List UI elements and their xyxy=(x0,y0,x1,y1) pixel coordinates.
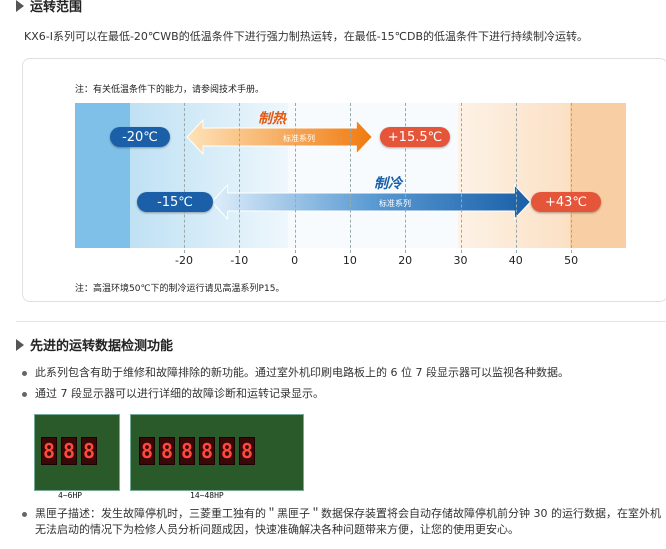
bullet-text-continued: 无法启动的情况下为检修人员分析问题成因，快速准确解决各种问题带来方便，让您的使用… xyxy=(35,523,519,536)
chart-gridline xyxy=(184,103,185,253)
seven-segment-digit: 8 xyxy=(239,437,255,465)
seven-segment-digit: 8 xyxy=(41,437,57,465)
seven-segment-digit: 8 xyxy=(61,437,77,465)
section-title-operating-range: 运转范围 xyxy=(16,0,82,15)
bullet-item: 通过 7 段显示器可以进行详细的故障诊断和运转记录显示。 xyxy=(22,386,324,402)
axis-tick-label: -20 xyxy=(175,254,193,267)
heating-series-sublabel: 标准系列 xyxy=(283,134,315,143)
seven-segment-digit: 8 xyxy=(199,437,215,465)
bullet-item: 此系列包含有助于维修和故障排除的新功能。通过室外机印刷电路板上的 6 位 7 段… xyxy=(22,365,569,381)
heating-max-label: +15.5℃ xyxy=(380,127,450,147)
chart-band-mild xyxy=(288,103,458,248)
axis-tick-label: 30 xyxy=(453,254,468,267)
chart-note-bottom: 注：高温环境50℃下的制冷运行请见高温系列P15。 xyxy=(75,284,285,294)
triangle-bullet-icon xyxy=(16,338,24,351)
cooling-series-name: 制冷 xyxy=(374,176,402,192)
axis-tick-label: 0 xyxy=(291,254,299,267)
seven-segment-digit: 8 xyxy=(219,437,235,465)
cooling-max-label: +43℃ xyxy=(531,192,601,212)
chart-gridline xyxy=(294,103,296,253)
heating-series-name: 制热 xyxy=(258,111,286,127)
cooling-series-sublabel: 标准系列 xyxy=(379,199,411,208)
seven-segment-digit: 8 xyxy=(159,437,175,465)
axis-tick-label: 50 xyxy=(564,254,579,267)
bullet-text: 通过 7 段显示器可以进行详细的故障诊断和运转记录显示。 xyxy=(35,387,324,400)
section-title-data-monitoring: 先进的运转数据检测功能 xyxy=(16,335,173,354)
chart-gridline xyxy=(571,103,573,253)
axis-tick-label: 20 xyxy=(398,254,413,267)
section-divider xyxy=(16,321,666,322)
bullet-text: 黑匣子描述：发生故障停机时，三菱重工独有的＂黑匣子＂数据保存装置将会自动存储故障… xyxy=(35,507,661,520)
chart-gridline xyxy=(405,103,407,253)
bullet-text: 此系列包含有助于维修和故障排除的新功能。通过室外机印刷电路板上的 6 位 7 段… xyxy=(35,366,569,379)
bullet-item: 黑匣子描述：发生故障停机时，三菱重工独有的＂黑匣子＂数据保存装置将会自动存储故障… xyxy=(22,506,661,538)
seven-segment-digit: 8 xyxy=(81,437,97,465)
chart-gridline xyxy=(349,103,351,253)
axis-tick-label: 10 xyxy=(342,254,357,267)
seven-segment-digit: 8 xyxy=(139,437,155,465)
heating-min-label: -20℃ xyxy=(110,127,170,147)
section-title-text: 先进的运转数据检测功能 xyxy=(30,339,174,354)
chart-band-cold xyxy=(75,103,130,248)
chart-gridline xyxy=(515,103,517,253)
chart-gridline xyxy=(239,103,241,253)
photo-caption-small: 4~6HP xyxy=(58,491,83,500)
section-title-text: 运转范围 xyxy=(30,0,83,15)
photo-caption-large: 14~48HP xyxy=(190,491,224,500)
cooling-min-label: -15℃ xyxy=(137,192,213,212)
bullet-dot-icon xyxy=(22,512,27,517)
seven-segment-digit: 8 xyxy=(179,437,195,465)
chart-note-top: 注：有关低温条件下的能力，请参阅技术手册。 xyxy=(75,85,265,95)
chart-band-hot xyxy=(570,103,626,248)
triangle-bullet-icon xyxy=(16,0,24,12)
chart-gridline xyxy=(460,103,462,253)
chart-band-warm xyxy=(458,103,570,248)
bullet-dot-icon xyxy=(22,392,27,397)
axis-tick-label: 40 xyxy=(508,254,523,267)
section-description: KX6-I系列可以在最低-20℃WB的低温条件下进行强力制热运转，在最低-15℃… xyxy=(24,30,589,43)
axis-tick-label: -10 xyxy=(230,254,249,267)
bullet-dot-icon xyxy=(22,371,27,376)
